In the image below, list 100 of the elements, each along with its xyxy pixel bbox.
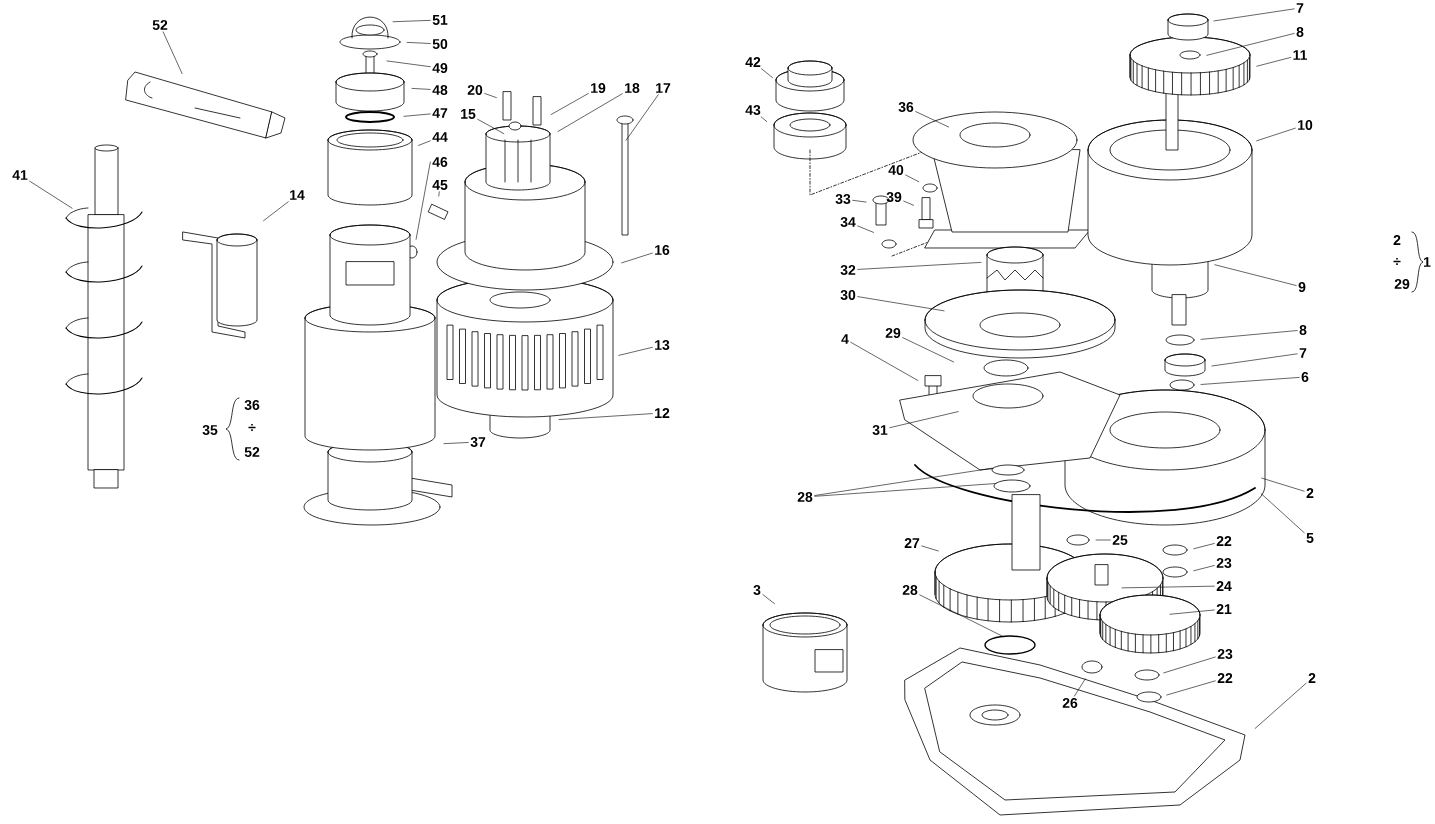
leader-line (1254, 682, 1307, 729)
leader-line (902, 337, 954, 363)
callout-number: 1 (1424, 257, 1431, 267)
callout-number: ÷ (248, 423, 256, 431)
leader-line (1256, 127, 1296, 142)
leader-line (857, 262, 982, 270)
leader-line (418, 140, 431, 146)
callout-number: 35 (202, 425, 218, 435)
leader-line (1214, 264, 1297, 286)
leader-line (857, 225, 874, 233)
leader-line (415, 161, 431, 240)
callout-number: 36 (898, 102, 914, 112)
callout-number: 51 (432, 15, 448, 25)
callout-number: 10 (1298, 120, 1313, 130)
leader-line (857, 296, 945, 312)
leader-line (905, 174, 920, 183)
callout-number: 16 (655, 245, 670, 255)
callout-number: 26 (1062, 698, 1078, 708)
callout-number: 20 (467, 85, 483, 95)
leader-line (1261, 477, 1305, 492)
leader-line (852, 200, 867, 203)
leader-line (915, 111, 949, 128)
callout-number: 4 (841, 334, 849, 344)
callout-number: 18 (625, 83, 640, 93)
leader-line (919, 594, 1005, 638)
leader-line (438, 191, 440, 197)
leader-line (403, 113, 431, 117)
leader-line (618, 347, 653, 356)
callout-number: 40 (888, 165, 904, 175)
callout-number: 36 (244, 400, 260, 410)
leader-line (1211, 353, 1298, 367)
callout-number: 49 (432, 63, 448, 73)
callout-number: 52 (244, 447, 260, 457)
leader-line (162, 31, 183, 74)
leader-line (1256, 57, 1291, 67)
callout-number: 33 (835, 194, 851, 204)
callout-number: 34 (840, 217, 856, 227)
leader-line (921, 545, 939, 552)
callout-number: 29 (885, 328, 901, 338)
callout-number: 7 (1299, 348, 1307, 358)
leader-line (1074, 678, 1086, 697)
callout-number: 9 (1298, 282, 1306, 292)
callout-number: 25 (1112, 535, 1128, 545)
callout-number: 47 (432, 108, 448, 118)
callout-number: 3 (753, 585, 761, 595)
callout-number: 11 (1293, 50, 1307, 60)
callout-number: 12 (655, 408, 670, 418)
leader-line (1193, 565, 1215, 572)
callout-number: 17 (656, 83, 671, 93)
leader-line (761, 68, 773, 78)
leader-line (484, 93, 497, 98)
callout-number: 2 (1393, 235, 1401, 245)
leader-line (621, 252, 653, 264)
leader-line (29, 180, 73, 209)
leader-line (1166, 680, 1216, 696)
callout-number: 23 (1216, 558, 1232, 568)
callout-number: ÷ (1393, 257, 1401, 265)
leader-line (814, 483, 997, 497)
callout-number: 37 (470, 437, 486, 447)
callout-number: 50 (432, 39, 448, 49)
callout-number: 28 (902, 585, 918, 595)
callout-number: 21 (1216, 604, 1232, 614)
callout-number: 44 (432, 132, 448, 142)
leader-line (386, 60, 431, 67)
leader-line (411, 88, 431, 90)
callout-number: 19 (591, 83, 606, 93)
leader-line (550, 93, 589, 115)
callout-number: 41 (12, 170, 28, 180)
leader-line (1163, 656, 1216, 674)
callout-number: 7 (1296, 3, 1304, 13)
leader-line (1213, 8, 1295, 22)
leader-line (1193, 543, 1215, 550)
callout-number: 46 (432, 157, 448, 167)
leader-line (1121, 585, 1215, 589)
leader-line (406, 42, 431, 44)
callout-number: 27 (904, 538, 920, 548)
callout-number: 8 (1299, 325, 1307, 335)
callout-number: 22 (1216, 536, 1232, 546)
callout-number: 48 (432, 85, 448, 95)
leader-line (1260, 493, 1305, 534)
leader-line (558, 413, 653, 420)
leader-line (814, 467, 994, 496)
leader-line (477, 119, 505, 134)
callout-number: 15 (461, 109, 476, 119)
leader-line (889, 411, 959, 429)
callout-number: 2 (1308, 673, 1316, 683)
leader-line (557, 93, 623, 132)
callout-number: 13 (655, 340, 670, 350)
callout-number: 23 (1217, 649, 1233, 659)
leader-line (1206, 33, 1295, 56)
callout-number: 22 (1217, 673, 1233, 683)
callout-number: 32 (840, 265, 856, 275)
leader-line (903, 200, 914, 206)
leader-line (1200, 330, 1298, 340)
callout-number: 28 (797, 492, 813, 502)
leader-line (392, 20, 431, 23)
callout-number: 14 (290, 190, 305, 200)
callout-number: 24 (1216, 581, 1232, 591)
leader-line (760, 116, 767, 122)
leader-line (625, 94, 659, 141)
